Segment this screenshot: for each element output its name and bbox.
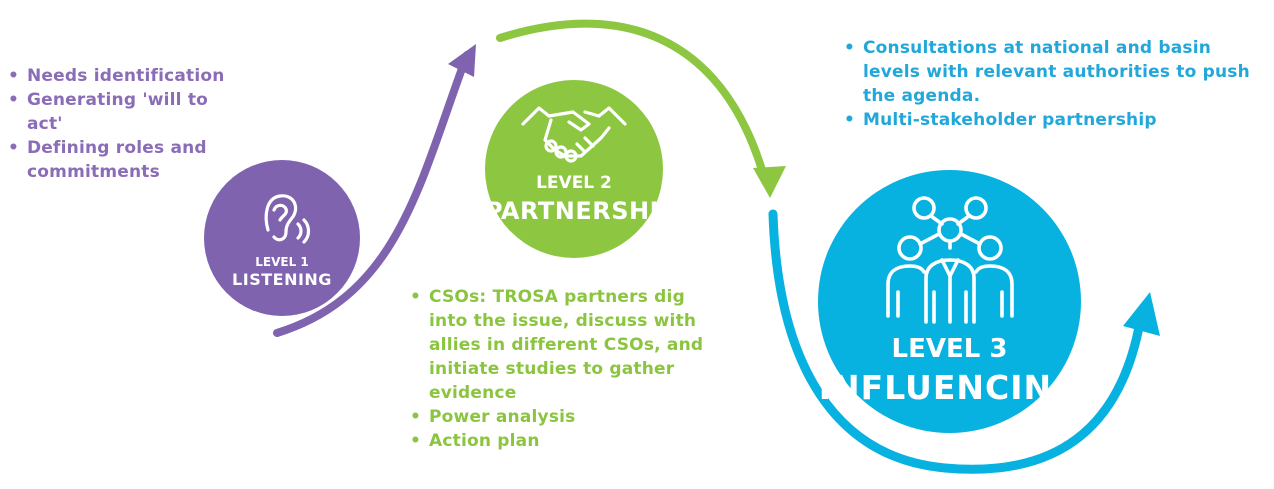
purple-arrow xyxy=(273,51,471,337)
level2-bullet: Power analysis xyxy=(408,405,728,429)
level1-bullet: Generating 'will to act' xyxy=(6,88,246,136)
green-arrowhead xyxy=(753,166,786,198)
level2-label: LEVEL 2 xyxy=(536,173,612,193)
network-people-icon xyxy=(886,196,1014,324)
green-arrow xyxy=(496,19,766,174)
level3-bullet: Multi-stakeholder partnership xyxy=(842,108,1267,132)
level1-bullet: Needs identification xyxy=(6,64,246,88)
level2-bullet-list: CSOs: TROSA partners dig into the issue,… xyxy=(408,285,728,453)
level2-bullet: CSOs: TROSA partners dig into the issue,… xyxy=(408,285,728,405)
level2-circle: LEVEL 2 PARTNERSHIP xyxy=(485,80,678,258)
level1-bullet: Defining roles and commitments xyxy=(6,136,246,184)
level2-bullet: Action plan xyxy=(408,429,728,453)
blue-arrow xyxy=(768,209,1145,474)
level2-title: PARTNERSHIP xyxy=(485,197,678,225)
level3-circle: LEVEL 3 INFLUENCING xyxy=(818,170,1081,433)
handshake-icon xyxy=(521,106,627,163)
level3-label: LEVEL 3 xyxy=(891,334,1008,364)
level1-circle: LEVEL 1 LISTENING xyxy=(204,160,360,316)
blue-arrowhead xyxy=(1123,292,1160,336)
ear-icon xyxy=(264,194,311,244)
level1-title: LISTENING xyxy=(232,270,332,289)
level3-bullet: Consultations at national and basin leve… xyxy=(842,36,1267,108)
level1-label: LEVEL 1 xyxy=(255,255,309,269)
level3-bullet-list: Consultations at national and basin leve… xyxy=(842,36,1267,132)
level1-bullet-list: Needs identification Generating 'will to… xyxy=(6,64,246,184)
level3-title: INFLUENCING xyxy=(818,368,1081,407)
purple-arrowhead xyxy=(448,44,476,77)
